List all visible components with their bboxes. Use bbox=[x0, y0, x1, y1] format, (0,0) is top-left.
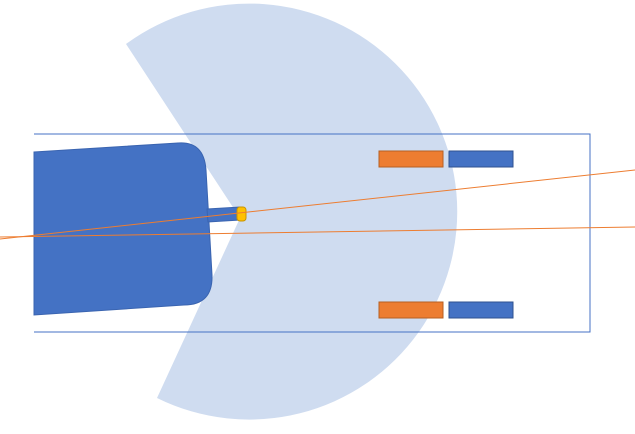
device-tip bbox=[236, 206, 247, 222]
frame-rectangle bbox=[34, 133, 591, 333]
lower-ray bbox=[0, 226, 635, 238]
device-body bbox=[33, 142, 213, 316]
upper-ray bbox=[0, 169, 635, 240]
orange-block bbox=[378, 150, 444, 168]
orange-block bbox=[378, 301, 444, 319]
coverage-sector bbox=[126, 3, 458, 420]
blue-block bbox=[448, 150, 514, 168]
blue-block bbox=[448, 301, 514, 319]
